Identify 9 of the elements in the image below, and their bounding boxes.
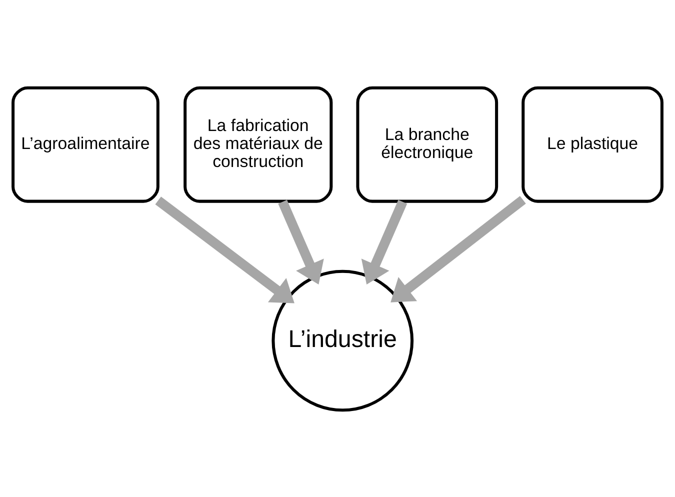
- arrow: [155, 196, 294, 303]
- arrow: [390, 195, 526, 302]
- node-circle: L’industrie: [272, 269, 414, 412]
- arrow: [361, 199, 408, 284]
- node-box: Le plastique: [522, 86, 664, 202]
- node-box: L’agroalimentaire: [12, 86, 160, 202]
- node-box: La branche électronique: [356, 86, 498, 202]
- node-box: La fabrication des matériaux de construction: [184, 86, 333, 202]
- arrow: [278, 199, 324, 284]
